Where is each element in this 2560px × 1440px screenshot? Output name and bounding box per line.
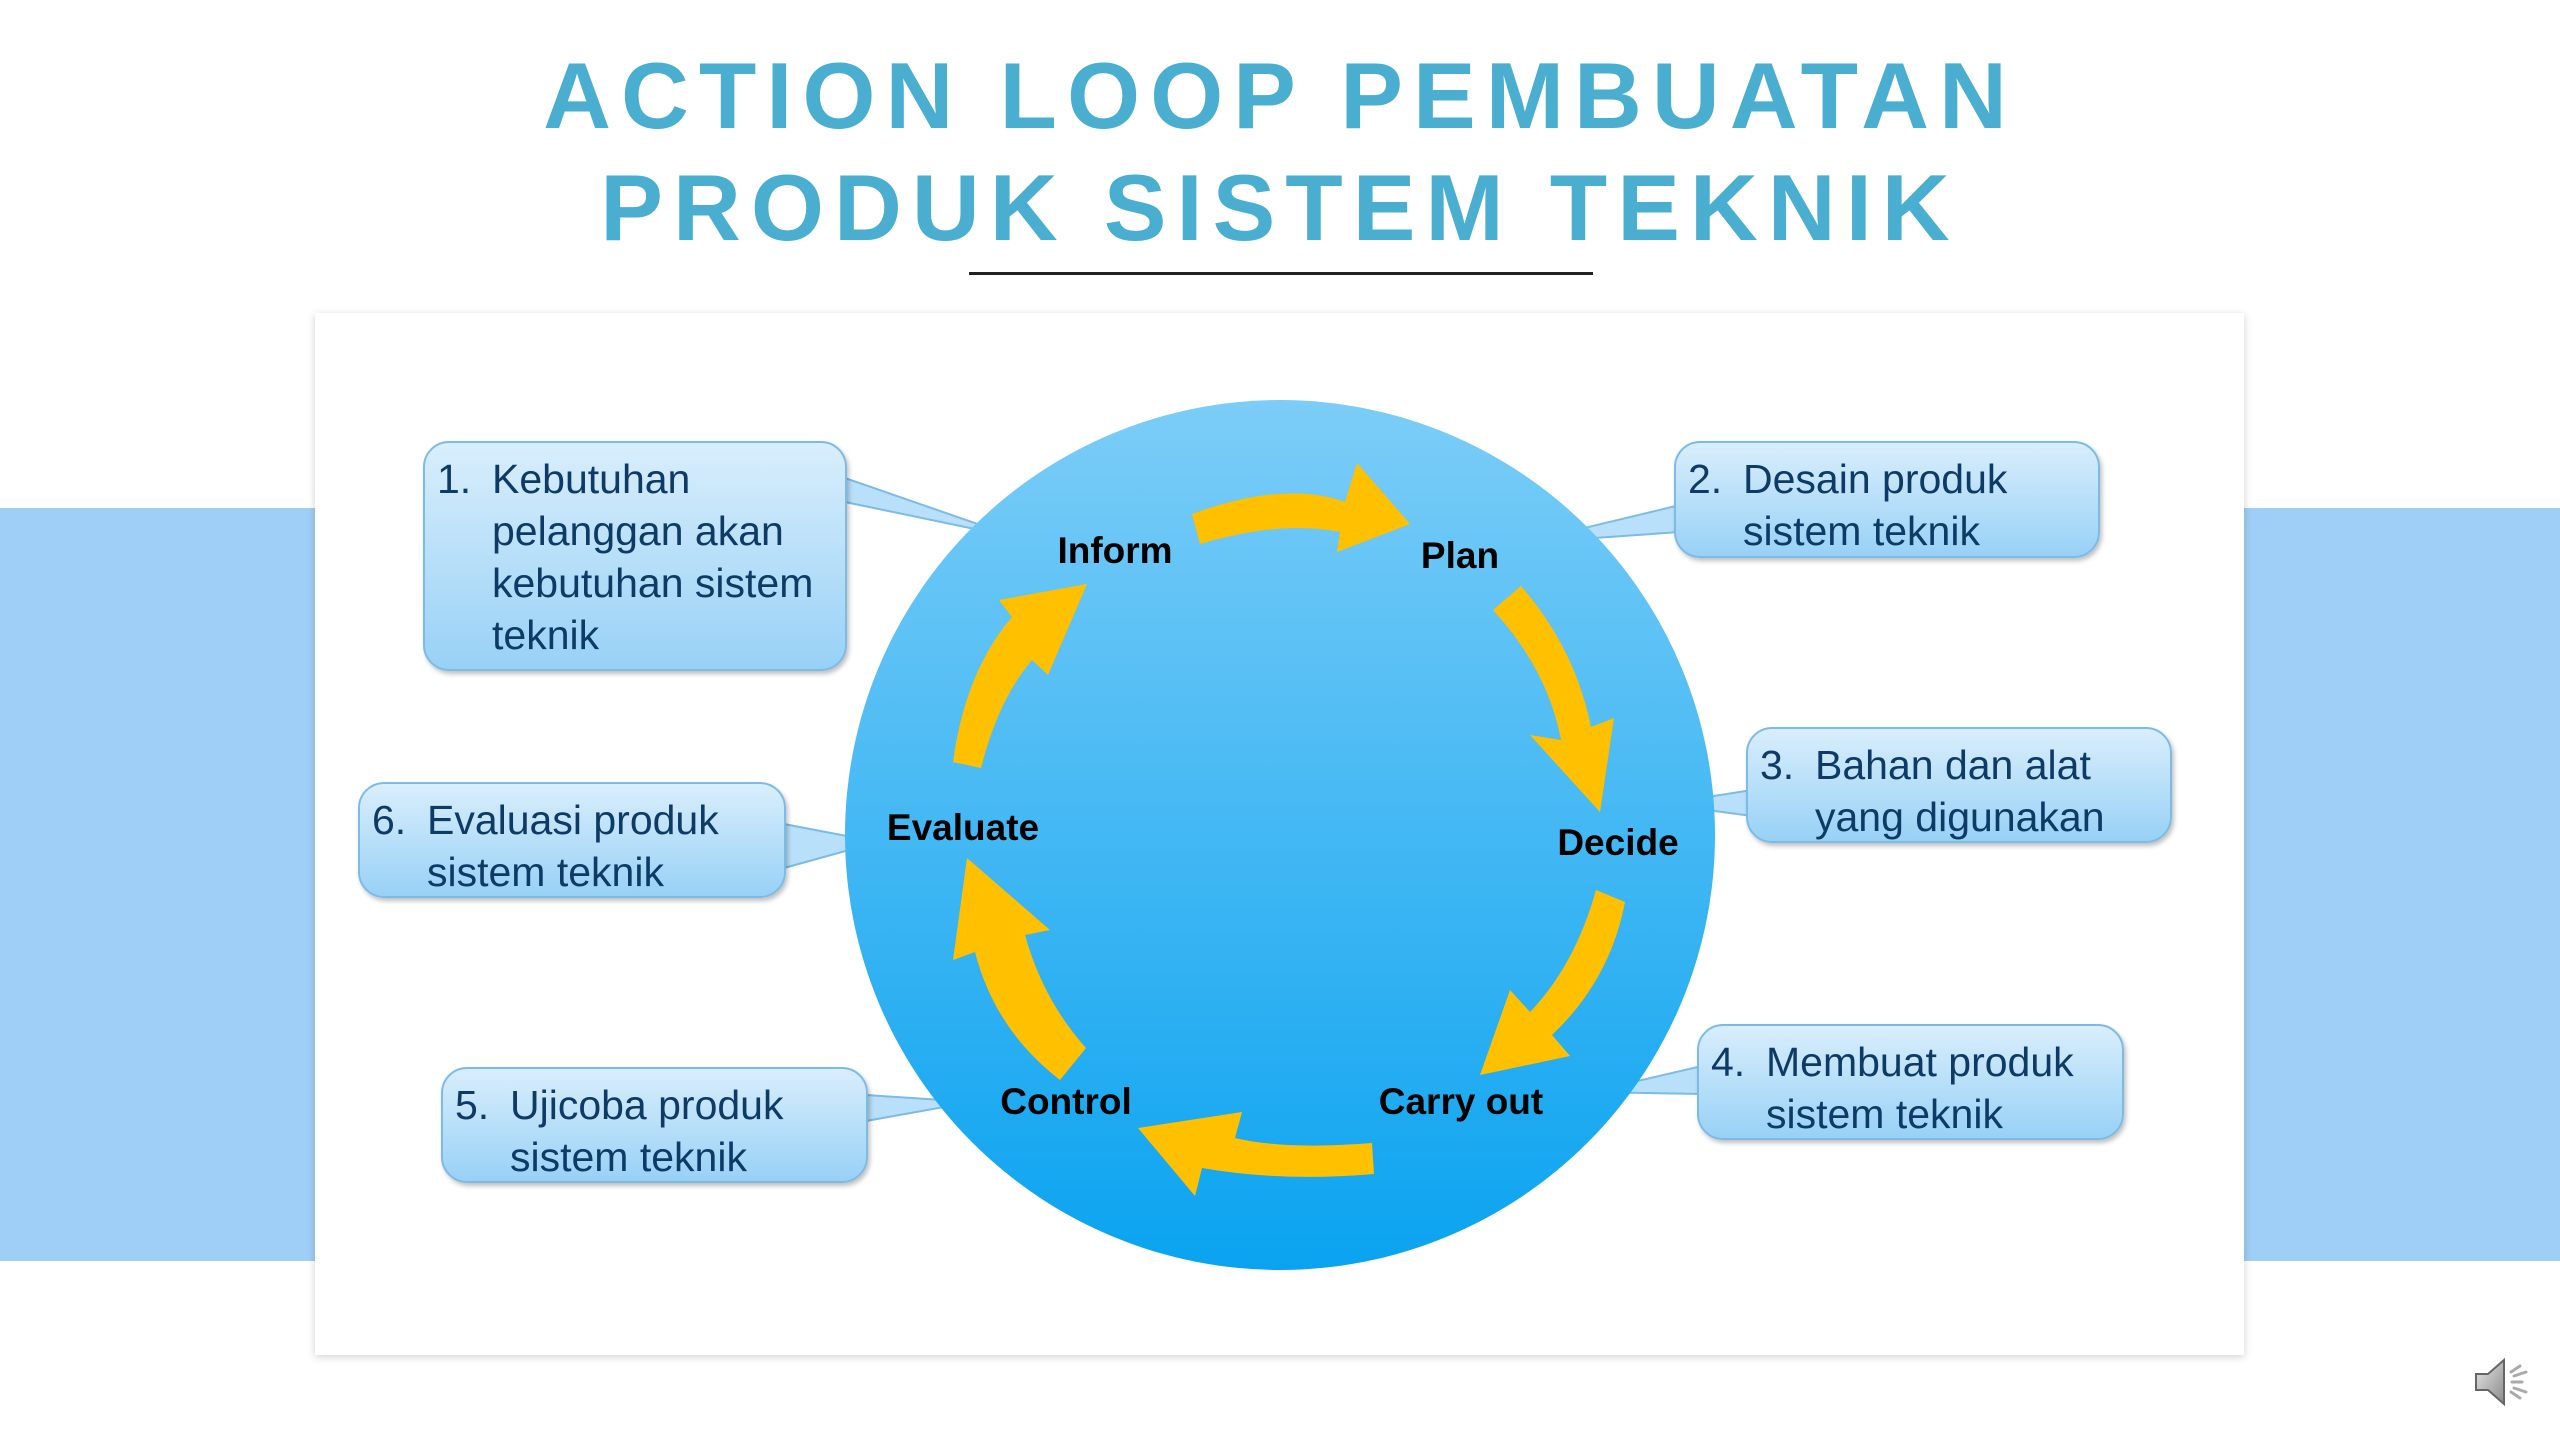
title-line-2: PRODUK SISTEM TEKNIK <box>600 155 1960 260</box>
callout-2-number: 2. <box>1688 456 1723 502</box>
node-carry-out: Carry out <box>1378 1081 1544 1122</box>
callout-4: 4. Membuat produk sistem teknik <box>1697 1024 2124 1140</box>
speaker-icon[interactable] <box>2470 1350 2534 1414</box>
node-evaluate: Evaluate <box>886 807 1040 848</box>
callout-3-number: 3. <box>1760 742 1795 788</box>
title-underline <box>969 272 1593 275</box>
callout-1-text: Kebutuhan pelanggan akan kebutuhan siste… <box>492 456 814 658</box>
arrow-control-to-evaluate <box>953 858 1086 1080</box>
node-decide: Decide <box>1557 822 1679 863</box>
node-plan: Plan <box>1420 535 1500 576</box>
callout-4-text: Membuat produk sistem teknik <box>1766 1039 2074 1137</box>
callout-6-number: 6. <box>372 797 407 843</box>
arrow-evaluate-to-inform <box>953 584 1087 768</box>
callout-3-text: Bahan dan alat yang digunakan <box>1815 742 2105 840</box>
page-title: ACTION LOOP PEMBUATAN PRODUK SISTEM TEKN… <box>0 40 2560 264</box>
node-control: Control <box>1000 1081 1132 1122</box>
callout-5-text: Ujicoba produk sistem teknik <box>510 1082 784 1180</box>
title-line-1: ACTION LOOP PEMBUATAN <box>543 43 2017 148</box>
node-inform: Inform <box>1057 530 1173 571</box>
callout-1: 1. Kebutuhan pelanggan akan kebutuhan sis… <box>423 441 847 671</box>
callout-2-text: Desain produk sistem teknik <box>1743 456 2008 554</box>
callout-5: 5. Ujicoba produk sistem teknik <box>441 1067 868 1183</box>
callout-2: 2. Desain produk sistem teknik <box>1674 441 2100 558</box>
callout-1-number: 1. <box>437 456 472 502</box>
arrow-plan-to-decide <box>1493 586 1614 812</box>
arrow-decide-to-carry-out <box>1480 890 1625 1075</box>
callout-6-text: Evaluasi produk sistem teknik <box>427 797 719 895</box>
callout-3: 3. Bahan dan alat yang digunakan <box>1746 727 2172 843</box>
callout-5-number: 5. <box>455 1082 490 1128</box>
callout-6: 6. Evaluasi produk sistem teknik <box>358 782 786 898</box>
arrow-carry-out-to-control <box>1138 1112 1374 1196</box>
arrow-inform-to-plan <box>1192 463 1410 552</box>
callout-4-number: 4. <box>1711 1039 1746 1085</box>
